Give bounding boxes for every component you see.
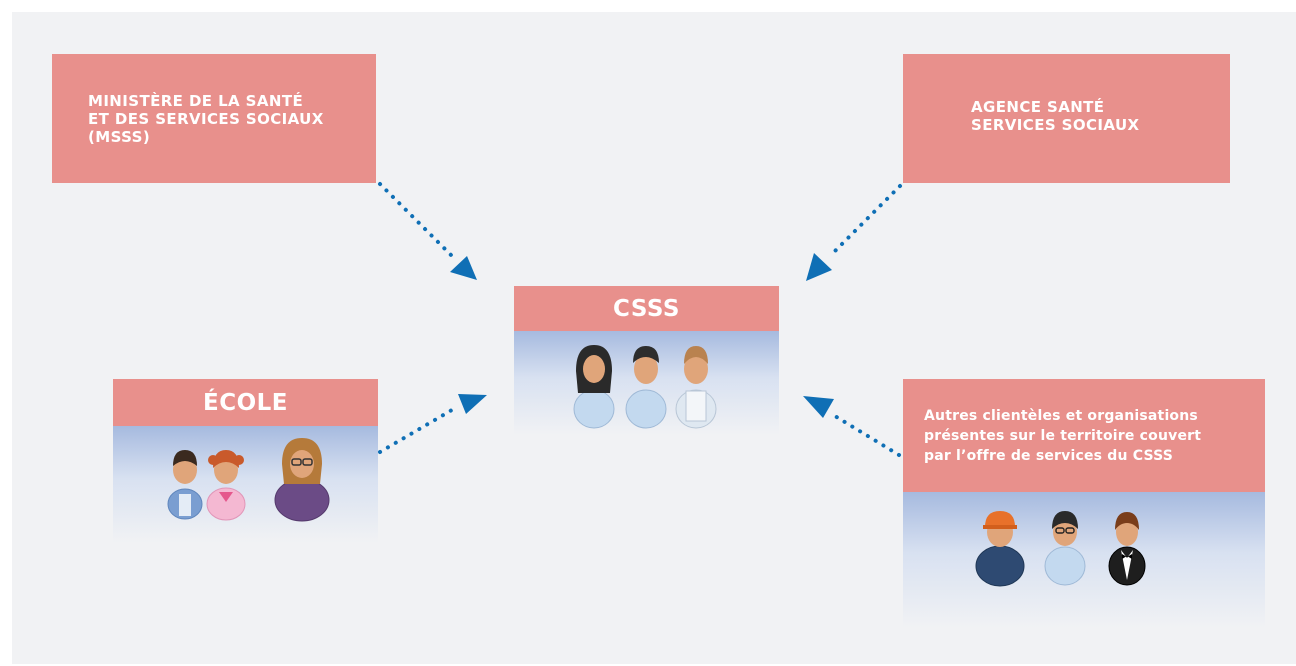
ecole-people-panel bbox=[113, 426, 378, 543]
woman-professional-icon bbox=[573, 345, 615, 429]
autres-people-panel bbox=[903, 492, 1265, 628]
waiter-icon bbox=[1108, 512, 1146, 586]
ecole-people bbox=[167, 438, 330, 522]
man-nurse-icon bbox=[675, 346, 717, 429]
ecole-header: ÉCOLE bbox=[113, 379, 378, 426]
agence-box: AGENCE SANTÉ SERVICES SOCIAUX bbox=[903, 54, 1230, 183]
man-professional-icon bbox=[625, 346, 667, 429]
autres-box: Autres clientèles et organisations prése… bbox=[903, 379, 1265, 492]
ecole-label: ÉCOLE bbox=[202, 389, 288, 416]
csss-people bbox=[573, 345, 717, 429]
csss-header: CSSS bbox=[514, 286, 779, 331]
autres-label: Autres clientèles et organisations prése… bbox=[924, 408, 1202, 464]
ministere-box: MINISTÈRE DE LA SANTÉ ET DES SERVICES SO… bbox=[52, 54, 376, 183]
girl-student-icon bbox=[206, 450, 246, 521]
boy-student-icon bbox=[167, 450, 203, 520]
csss-label: CSSS bbox=[613, 295, 680, 322]
woman-glasses-icon bbox=[1044, 511, 1086, 586]
worker-hardhat-icon bbox=[975, 511, 1025, 587]
ministere-label: MINISTÈRE DE LA SANTÉ ET DES SERVICES SO… bbox=[88, 92, 324, 146]
csss-people-panel bbox=[514, 331, 779, 435]
woman-teacher-icon bbox=[274, 438, 330, 522]
agence-label: AGENCE SANTÉ SERVICES SOCIAUX bbox=[971, 98, 1140, 134]
autres-people bbox=[975, 511, 1146, 587]
